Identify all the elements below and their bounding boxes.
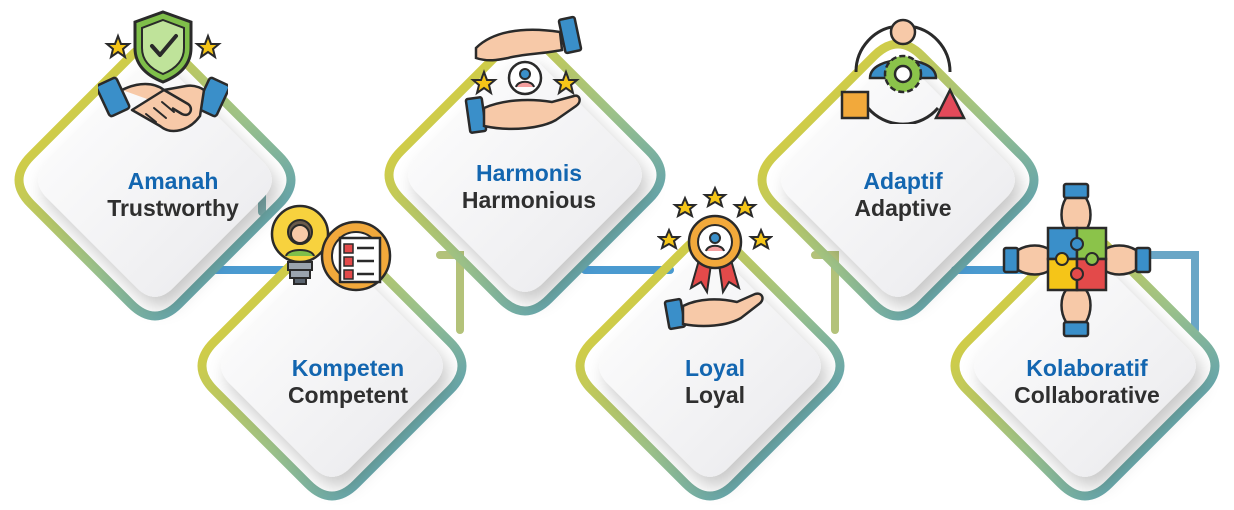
- english-label: Collaborative: [1014, 382, 1160, 408]
- indonesian-label: Kompeten: [291, 355, 405, 381]
- value-label-harmonis: Harmonis Harmonious: [419, 160, 639, 214]
- award-badge-hand-icon: [657, 185, 773, 331]
- indonesian-label: Harmonis: [475, 160, 583, 186]
- handshake-shield-icon: [98, 10, 228, 133]
- english-label: Trustworthy: [107, 195, 239, 221]
- english-label: Adaptive: [854, 195, 952, 221]
- diamond-kompeten-panel: [221, 255, 443, 477]
- value-label-adaptif: Adaptif Adaptive: [793, 168, 1013, 222]
- value-label-kompeten: Kompeten Competent: [238, 355, 458, 409]
- diamond-harmonis-panel: [408, 58, 642, 292]
- diamond-adaptif-panel: [781, 63, 1015, 297]
- connector-3: [436, 251, 464, 334]
- value-label-loyal: Loyal Loyal: [605, 355, 825, 409]
- indonesian-label: Loyal: [684, 355, 746, 381]
- diamond-loyal-panel: [599, 255, 821, 477]
- lightbulb-gear-checklist-icon: [270, 204, 392, 292]
- diamond-kolaboratif-panel: [974, 255, 1196, 477]
- english-label: Competent: [287, 382, 409, 408]
- indonesian-label: Kolaboratif: [1026, 355, 1148, 381]
- diamond-adaptif: [757, 39, 1039, 321]
- diamond-adaptif-border: [757, 39, 1039, 321]
- hands-puzzle-icon: [1002, 182, 1152, 338]
- indonesian-label: Amanah: [127, 168, 219, 194]
- indonesian-label: Adaptif: [863, 168, 943, 194]
- value-label-kolaboratif: Kolaboratif Collaborative: [977, 355, 1197, 409]
- diamond-amanah-panel: [38, 63, 272, 297]
- english-label: Harmonious: [461, 187, 597, 213]
- value-label-amanah: Amanah Trustworthy: [63, 168, 283, 222]
- english-label: Loyal: [684, 382, 746, 408]
- hands-protecting-person-icon: [464, 15, 583, 134]
- connector-7: [1136, 251, 1199, 334]
- person-gear-shapes-icon: [840, 18, 967, 124]
